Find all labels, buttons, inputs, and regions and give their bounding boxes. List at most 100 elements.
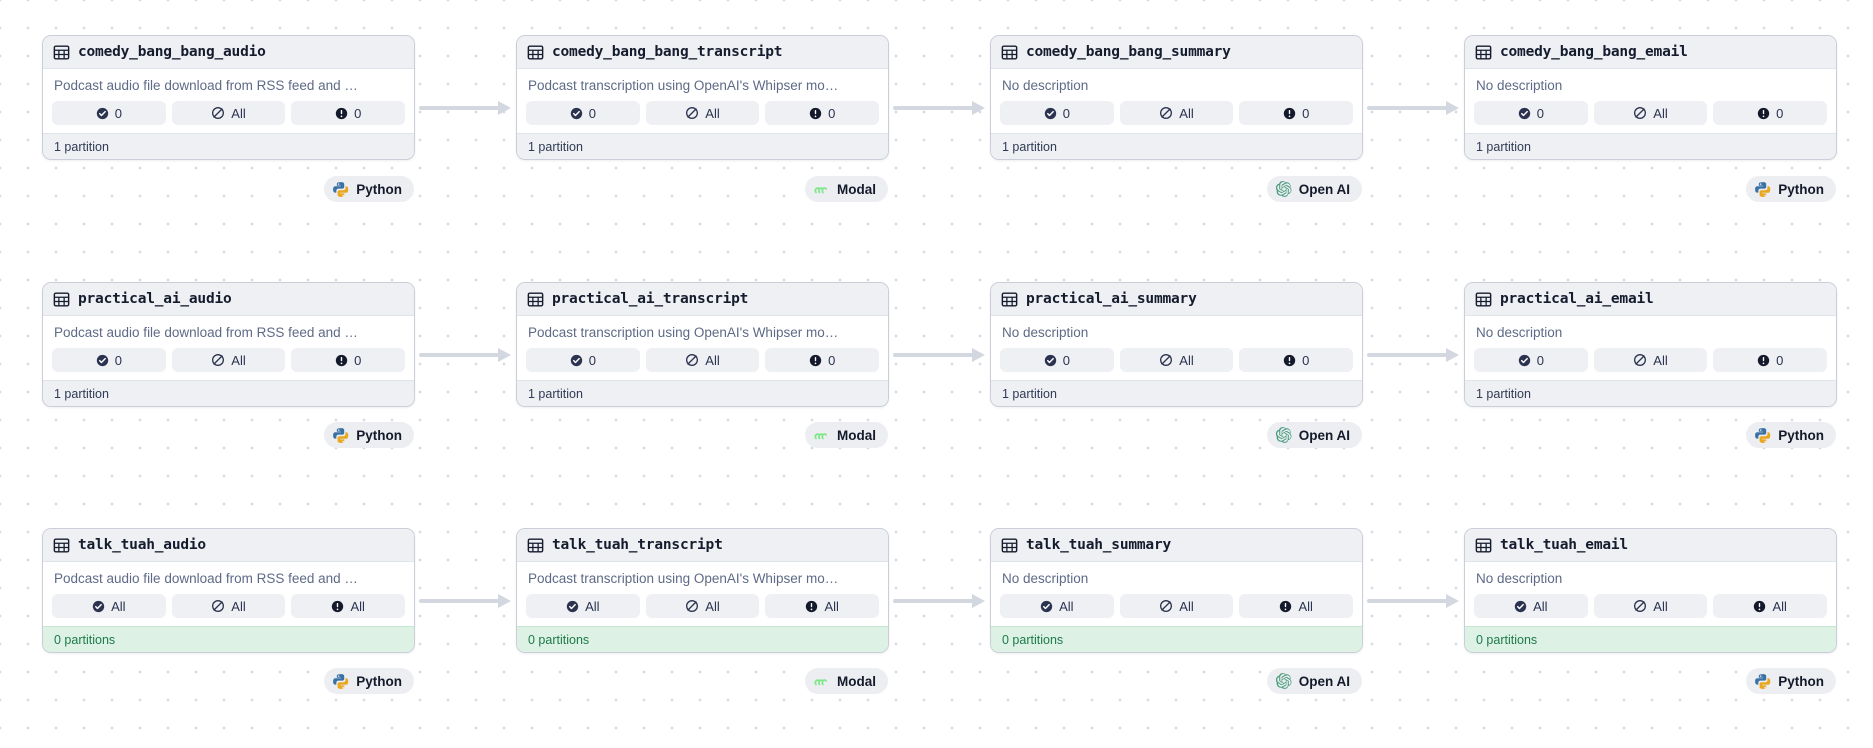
materialization-status-pill[interactable]: All xyxy=(52,594,166,618)
exclamation-circle-icon xyxy=(1757,107,1770,120)
partition-footer[interactable]: 1 partition xyxy=(1465,133,1836,159)
freshness-status-pill[interactable]: All xyxy=(1713,594,1828,618)
freshness-status-pill[interactable]: 0 xyxy=(1239,101,1354,125)
asset-name: comedy_bang_bang_summary xyxy=(1026,44,1231,60)
asset-card-header[interactable]: practical_ai_transcript xyxy=(517,283,888,316)
partition-footer[interactable]: 0 partitions xyxy=(517,626,888,652)
checks-status-pill[interactable]: All xyxy=(171,594,286,618)
freshness-status-pill[interactable]: All xyxy=(291,594,406,618)
flow-arrow xyxy=(1367,101,1459,115)
asset-kind-tag[interactable]: Modal xyxy=(805,176,888,202)
partition-footer[interactable]: 0 partitions xyxy=(1465,626,1836,652)
asset-card-header[interactable]: practical_ai_email xyxy=(1465,283,1836,316)
asset-kind-tag[interactable]: Python xyxy=(324,668,414,694)
materialization-status-pill[interactable]: 0 xyxy=(1000,101,1114,125)
asset-kind-tag[interactable]: Open AI xyxy=(1266,668,1362,694)
partition-footer[interactable]: 0 partitions xyxy=(991,626,1362,652)
asset-card-header[interactable]: comedy_bang_bang_email xyxy=(1465,36,1836,69)
materialization-status-pill[interactable]: 0 xyxy=(1474,348,1588,372)
asset-name: practical_ai_summary xyxy=(1026,291,1197,307)
materialization-status-pill[interactable]: 0 xyxy=(1474,101,1588,125)
asset-kind-tag[interactable]: Open AI xyxy=(1266,422,1362,448)
materialization-status-pill[interactable]: 0 xyxy=(526,101,640,125)
asset-card-header[interactable]: comedy_bang_bang_summary xyxy=(991,36,1362,69)
materialization-status-pill[interactable]: All xyxy=(1000,594,1114,618)
asset-card-header[interactable]: talk_tuah_transcript xyxy=(517,529,888,562)
asset-description: Podcast transcription using OpenAI's Whi… xyxy=(528,78,839,93)
freshness-status-pill[interactable]: 0 xyxy=(1239,348,1354,372)
check-circle-icon xyxy=(1518,354,1531,367)
asset-kind-tag[interactable]: Open AI xyxy=(1266,176,1362,202)
checks-status-pill[interactable]: All xyxy=(645,348,760,372)
asset-card-header[interactable]: comedy_bang_bang_transcript xyxy=(517,36,888,69)
checks-status-pill[interactable]: All xyxy=(1593,101,1708,125)
asset-kind-tag[interactable]: Python xyxy=(1746,176,1836,202)
materialization-status-pill[interactable]: All xyxy=(1474,594,1588,618)
checks-status-pill[interactable]: All xyxy=(1593,348,1708,372)
checks-status-pill[interactable]: All xyxy=(1593,594,1708,618)
partition-footer[interactable]: 0 partitions xyxy=(43,626,414,652)
checks-status-pill[interactable]: All xyxy=(171,348,286,372)
checks-status-pill[interactable]: All xyxy=(645,101,760,125)
partition-footer[interactable]: 1 partition xyxy=(991,133,1362,159)
freshness-count: All xyxy=(350,598,365,614)
partition-footer[interactable]: 1 partition xyxy=(43,133,414,159)
asset-kind-tag[interactable]: Python xyxy=(1746,668,1836,694)
partition-footer[interactable]: 1 partition xyxy=(1465,380,1836,406)
checks-status-pill[interactable]: All xyxy=(645,594,760,618)
materialization-status-pill[interactable]: 0 xyxy=(526,348,640,372)
materialization-status-pill[interactable]: 0 xyxy=(52,348,166,372)
freshness-status-pill[interactable]: 0 xyxy=(291,348,406,372)
partition-footer[interactable]: 1 partition xyxy=(991,380,1362,406)
asset-kind-tag[interactable]: Python xyxy=(1746,422,1836,448)
check-circle-icon xyxy=(566,600,579,613)
partition-footer[interactable]: 1 partition xyxy=(43,380,414,406)
checks-status-pill[interactable]: All xyxy=(1119,594,1234,618)
asset-card-header[interactable]: practical_ai_summary xyxy=(991,283,1362,316)
asset-card-header[interactable]: comedy_bang_bang_audio xyxy=(43,36,414,69)
asset-card-header[interactable]: talk_tuah_audio xyxy=(43,529,414,562)
partition-footer[interactable]: 1 partition xyxy=(517,380,888,406)
freshness-status-pill[interactable]: 0 xyxy=(1713,348,1828,372)
partition-footer[interactable]: 1 partition xyxy=(517,133,888,159)
freshness-status-pill[interactable]: All xyxy=(1239,594,1354,618)
freshness-status-pill[interactable]: 0 xyxy=(291,101,406,125)
asset-kind-tag[interactable]: Modal xyxy=(805,422,888,448)
checks-status-pill[interactable]: All xyxy=(1119,348,1234,372)
asset-kind-tag[interactable]: Python xyxy=(324,422,414,448)
asset-card-header[interactable]: practical_ai_audio xyxy=(43,283,414,316)
asset-card-body: Podcast audio file download from RSS fee… xyxy=(43,316,414,380)
freshness-status-pill[interactable]: All xyxy=(765,594,880,618)
checks-status-pill[interactable]: All xyxy=(171,101,286,125)
freshness-count: All xyxy=(1298,598,1313,614)
asset-card-header[interactable]: talk_tuah_summary xyxy=(991,529,1362,562)
materialization-status-pill[interactable]: 0 xyxy=(1000,348,1114,372)
materialization-status-pill[interactable]: All xyxy=(526,594,640,618)
freshness-status-pill[interactable]: 0 xyxy=(1713,101,1828,125)
materialization-status-pill[interactable]: 0 xyxy=(52,101,166,125)
materialization-count: All xyxy=(585,598,600,614)
freshness-status-pill[interactable]: 0 xyxy=(765,101,880,125)
asset-card-header[interactable]: talk_tuah_email xyxy=(1465,529,1836,562)
asset-kind-label: Python xyxy=(1778,181,1824,197)
openai-logo-icon xyxy=(1275,427,1292,443)
checks-status-pill[interactable]: All xyxy=(1119,101,1234,125)
freshness-status-pill[interactable]: 0 xyxy=(765,348,880,372)
freshness-count: 0 xyxy=(1776,352,1784,368)
asset-kind-tag[interactable]: Modal xyxy=(805,668,888,694)
asset-kind-tag[interactable]: Python xyxy=(324,176,414,202)
